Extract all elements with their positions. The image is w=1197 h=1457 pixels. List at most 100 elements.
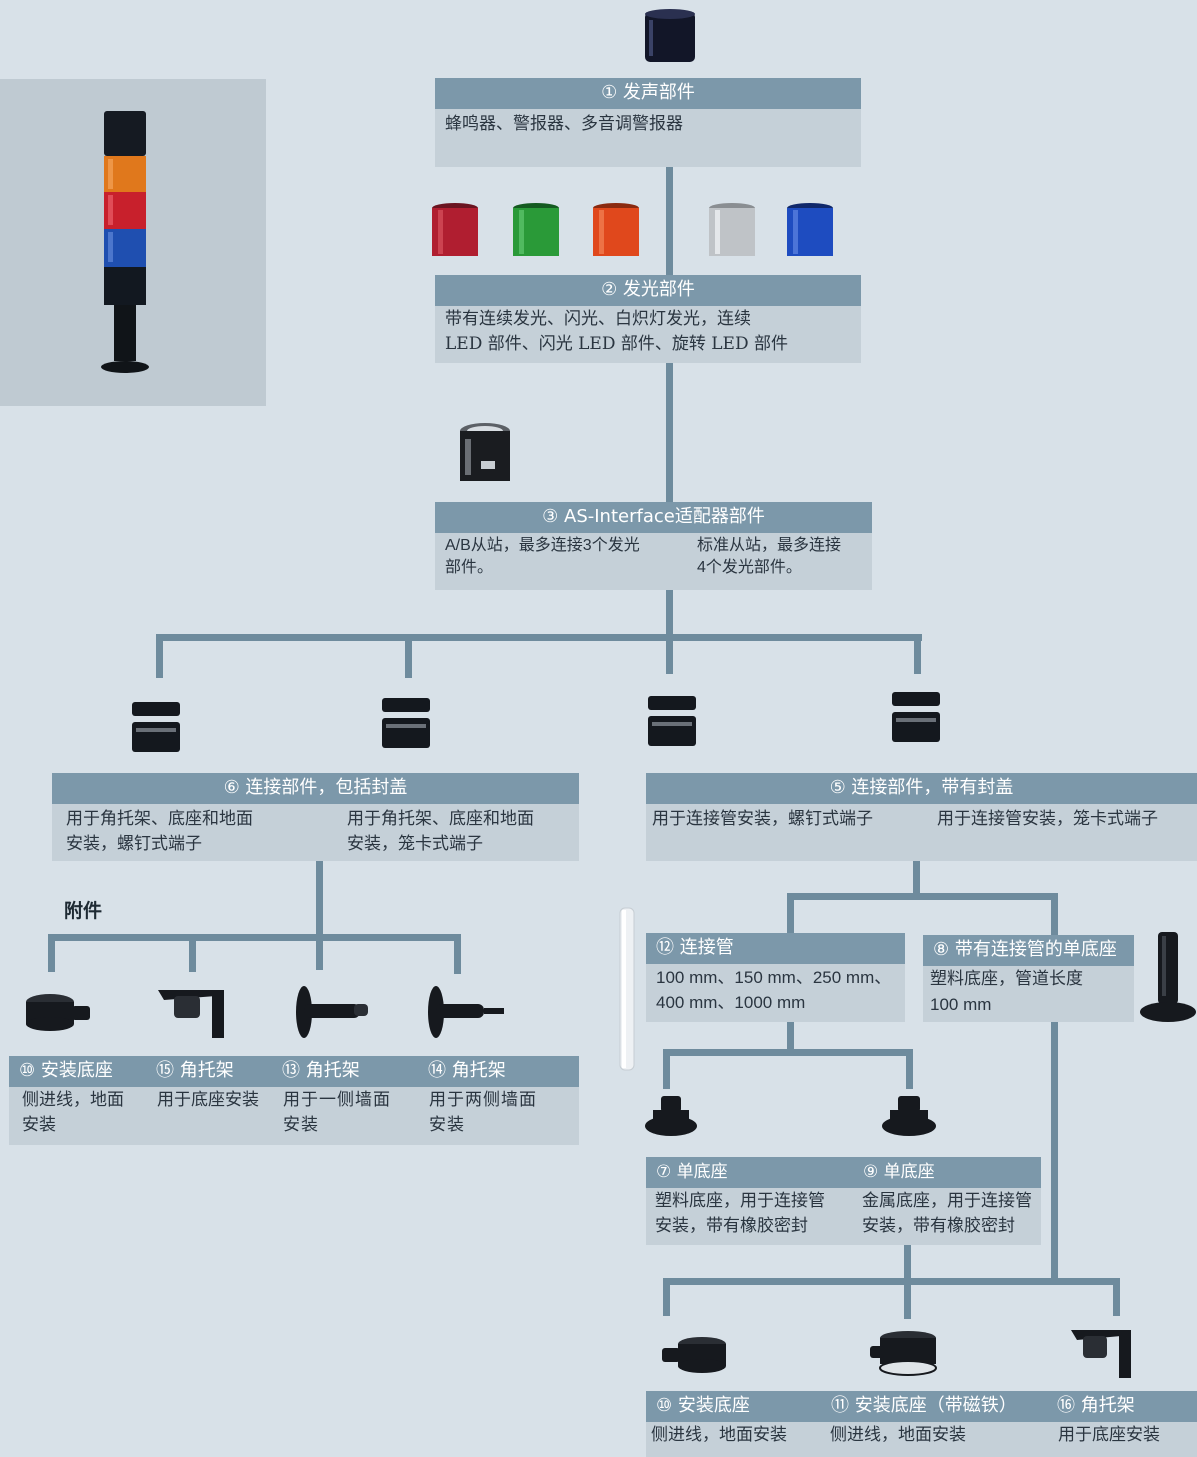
- connector-line: [1051, 893, 1058, 935]
- base-with-tube-box: ⑧ 带有连接管的单底座 塑料底座，管道长度 100 mm: [923, 935, 1134, 1022]
- acc-title-mounting-base: ⑩ 安装底座: [19, 1060, 113, 1081]
- box-body: [435, 109, 861, 167]
- light-module-box: ② 发光部件 带有连续发光、闪光、白炽灯发光，连续 LED 部件、闪光 LED …: [435, 275, 861, 363]
- angle-bracket-image: [158, 990, 224, 1038]
- signal-tower-image: [101, 111, 149, 373]
- base-with-tube-title: ⑧ 带有连接管的单底座: [923, 935, 1134, 966]
- light-module-desc: 带有连续发光、闪光、白炽灯发光，连续 LED 部件、闪光 LED 部件、旋转 L…: [445, 309, 789, 354]
- bottom-accessories-box: ⑩ 安装底座 ⑪ 安装底座（带磁铁） ⑯ 角托架 侧进线，地面安装 侧进线，地面…: [646, 1391, 1197, 1457]
- acc-title-bracket-base: ⑮ 角托架: [156, 1060, 234, 1081]
- connection-element-lid-desc-left: 用于连接管安装，螺钉式端子: [652, 809, 873, 829]
- angle-bracket-image: [1071, 1330, 1131, 1378]
- sound-module-box: ① 发声部件 蜂鸣器、警报器、多音调警报器: [435, 78, 861, 167]
- white-light-element-image: [709, 203, 755, 256]
- connection-element-lid-title: ⑤ 连接部件，带有封盖: [646, 773, 1197, 804]
- accessories-label: 附件: [64, 900, 103, 922]
- metal-single-base-image: [882, 1096, 936, 1136]
- box-body: [646, 964, 905, 1022]
- as-interface-adapter-image: [460, 423, 510, 481]
- box-body: [923, 966, 1134, 1022]
- accessories-header-bar: [9, 1056, 579, 1087]
- connector-line: [454, 934, 461, 974]
- mounting-base-image: [662, 1337, 726, 1373]
- sound-module-title: ① 发声部件: [435, 78, 861, 109]
- tube-image: [619, 907, 635, 1071]
- acc-title-bracket-one-wall: ⑬ 角托架: [282, 1060, 360, 1081]
- as-interface-desc-right: 标准从站，最多连接 4个发光部件。: [697, 537, 842, 576]
- single-base-box: ⑦ 单底座 ⑨ 单底座 塑料底座，用于连接管 安装，带有橡胶密封 金属底座，用于…: [646, 1157, 1041, 1245]
- acc-title-bracket-two-wall: ⑭ 角托架: [428, 1060, 506, 1081]
- metal-base-desc: 金属底座，用于连接管 安装，带有橡胶密封: [862, 1191, 1032, 1236]
- box-body: [646, 804, 1197, 861]
- connection-element-cover-desc-right: 用于角托架、底座和地面 安装，笼卡式端子: [347, 809, 534, 854]
- bottom-title-magnetic-base: ⑪ 安装底座（带磁铁）: [831, 1395, 1017, 1416]
- box-body: [646, 1188, 1041, 1245]
- plastic-base-title: ⑦ 单底座: [656, 1162, 728, 1182]
- metal-base-title: ⑨ 单底座: [863, 1162, 935, 1182]
- box-body: [435, 306, 861, 363]
- connection-element-image: [648, 696, 696, 746]
- connector-line: [787, 893, 794, 935]
- accessories-box: ⑩ 安装底座 ⑮ 角托架 ⑬ 角托架 ⑭ 角托架 侧进线，地面 安装 用于底座安…: [9, 1056, 579, 1145]
- plastic-base-desc: 塑料底座，用于连接管 安装，带有橡胶密封: [655, 1191, 825, 1236]
- tube-box: ⑫ 连接管 100 mm、150 mm、250 mm、 400 mm、1000 …: [646, 933, 905, 1022]
- connection-element-cover-title: ⑥ 连接部件，包括封盖: [52, 773, 579, 804]
- connection-element-lid-box: ⑤ 连接部件，带有封盖 用于连接管安装，螺钉式端子 用于连接管安装，笼卡式端子: [646, 773, 1197, 861]
- base-with-tube-image: [1140, 932, 1196, 1022]
- acc-desc-bracket-base: 用于底座安装: [157, 1090, 259, 1110]
- acc-desc-bracket-two-wall: 用于两侧墙面 安装: [429, 1090, 537, 1135]
- bottom-header-bar: [646, 1391, 1197, 1422]
- acc-desc-mounting-base: 侧进线，地面 安装: [22, 1090, 124, 1135]
- light-module-title: ② 发光部件: [435, 275, 861, 306]
- green-light-element-image: [513, 203, 559, 256]
- connection-element-lid-desc-right: 用于连接管安装，笼卡式端子: [937, 809, 1158, 829]
- connector-line: [663, 1049, 670, 1089]
- acc-desc-bracket-one-wall: 用于一侧墙面 安装: [283, 1090, 391, 1135]
- connector-line: [906, 1049, 913, 1089]
- sounder-module-image: [645, 9, 695, 62]
- box-body: [9, 1087, 579, 1145]
- connector-line: [787, 1020, 794, 1054]
- connector-line: [48, 934, 461, 941]
- connection-element-cover-box: ⑥ 连接部件，包括封盖 用于角托架、底座和地面 安装，螺钉式端子 用于角托架、底…: [52, 773, 579, 861]
- box-body: [52, 804, 579, 861]
- bottom-desc-magnetic-base: 侧进线，地面安装: [830, 1425, 966, 1445]
- connector-line: [666, 589, 673, 674]
- tube-title: ⑫ 连接管: [646, 933, 905, 964]
- connector-line: [666, 166, 673, 276]
- connector-line: [663, 1278, 1120, 1285]
- wall-bracket-one-side-image: [296, 986, 368, 1038]
- sound-module-desc: 蜂鸣器、警报器、多音调警报器: [445, 114, 683, 134]
- base-with-tube-desc-line2: 100 mm: [930, 995, 992, 1014]
- connector-line: [913, 860, 920, 896]
- mounting-base-image: [26, 994, 90, 1031]
- connection-element-image: [892, 692, 940, 742]
- orange-light-element-image: [593, 203, 639, 256]
- connector-line: [663, 1278, 670, 1316]
- signal-tower-photo-panel: [0, 79, 266, 406]
- tube-desc: 100 mm、150 mm、250 mm、 400 mm、1000 mm: [656, 968, 892, 1012]
- bottom-title-angle-bracket: ⑯ 角托架: [1057, 1395, 1135, 1416]
- bottom-desc-angle-bracket: 用于底座安装: [1058, 1425, 1160, 1445]
- base-with-tube-desc-line1: 塑料底座，管道长度: [930, 969, 1083, 989]
- connector-line: [48, 934, 55, 972]
- plastic-single-base-image: [645, 1096, 697, 1136]
- single-base-header-bar: [646, 1157, 1041, 1188]
- connector-line: [1051, 1020, 1058, 1282]
- magnetic-mounting-base-image: [870, 1331, 937, 1376]
- connector-line: [189, 934, 196, 972]
- connection-element-image: [382, 698, 430, 748]
- connection-element-image: [132, 702, 180, 752]
- connection-element-cover-desc-left: 用于角托架、底座和地面 安装，螺钉式端子: [66, 809, 253, 854]
- connector-line: [405, 634, 412, 678]
- bottom-title-mounting-base: ⑩ 安装底座: [656, 1395, 750, 1416]
- box-body: [435, 533, 872, 590]
- connector-line: [666, 362, 673, 502]
- box-body: [646, 1422, 1197, 1457]
- as-interface-title: ③ AS-Interface适配器部件: [435, 502, 872, 533]
- connector-line: [156, 634, 922, 641]
- bottom-desc-mounting-base: 侧进线，地面安装: [651, 1425, 787, 1445]
- as-interface-desc-left: A/B从站，最多连接3个发光 部件。: [445, 537, 640, 576]
- connector-line: [156, 634, 163, 678]
- connector-line: [1113, 1278, 1120, 1316]
